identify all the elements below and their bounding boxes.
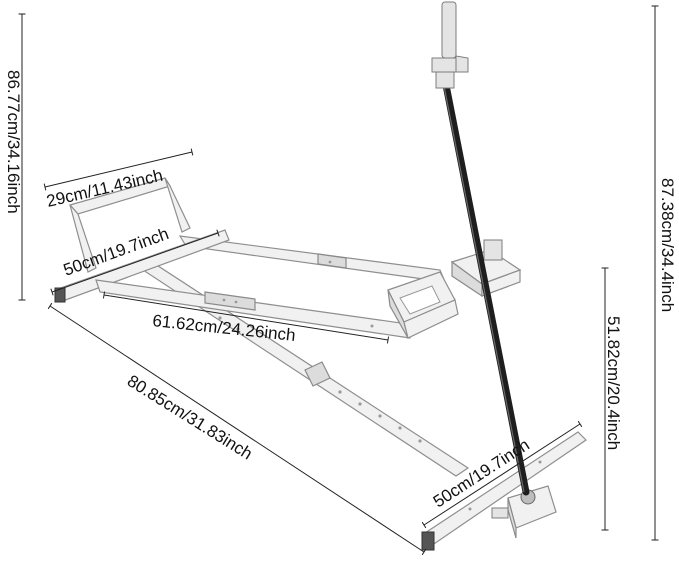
rear-height-label: 51.82cm/20.4inch <box>604 316 623 450</box>
upper-clamp <box>450 239 522 298</box>
screw-rod <box>442 81 530 496</box>
diagonal-leg-line <box>47 302 427 556</box>
total-height-label: 87.38cm/34.4inch <box>658 178 677 312</box>
crank-handle <box>431 1 469 89</box>
dimension-lines <box>18 5 659 556</box>
left-height-label: 86.77cm/34.16inch <box>4 70 23 214</box>
bottom-bar-line <box>421 420 583 529</box>
handle-width-line <box>43 148 194 191</box>
front-bar-line <box>50 229 220 296</box>
diagonal-leg-label: 80.85cm/31.83inch <box>124 371 256 463</box>
